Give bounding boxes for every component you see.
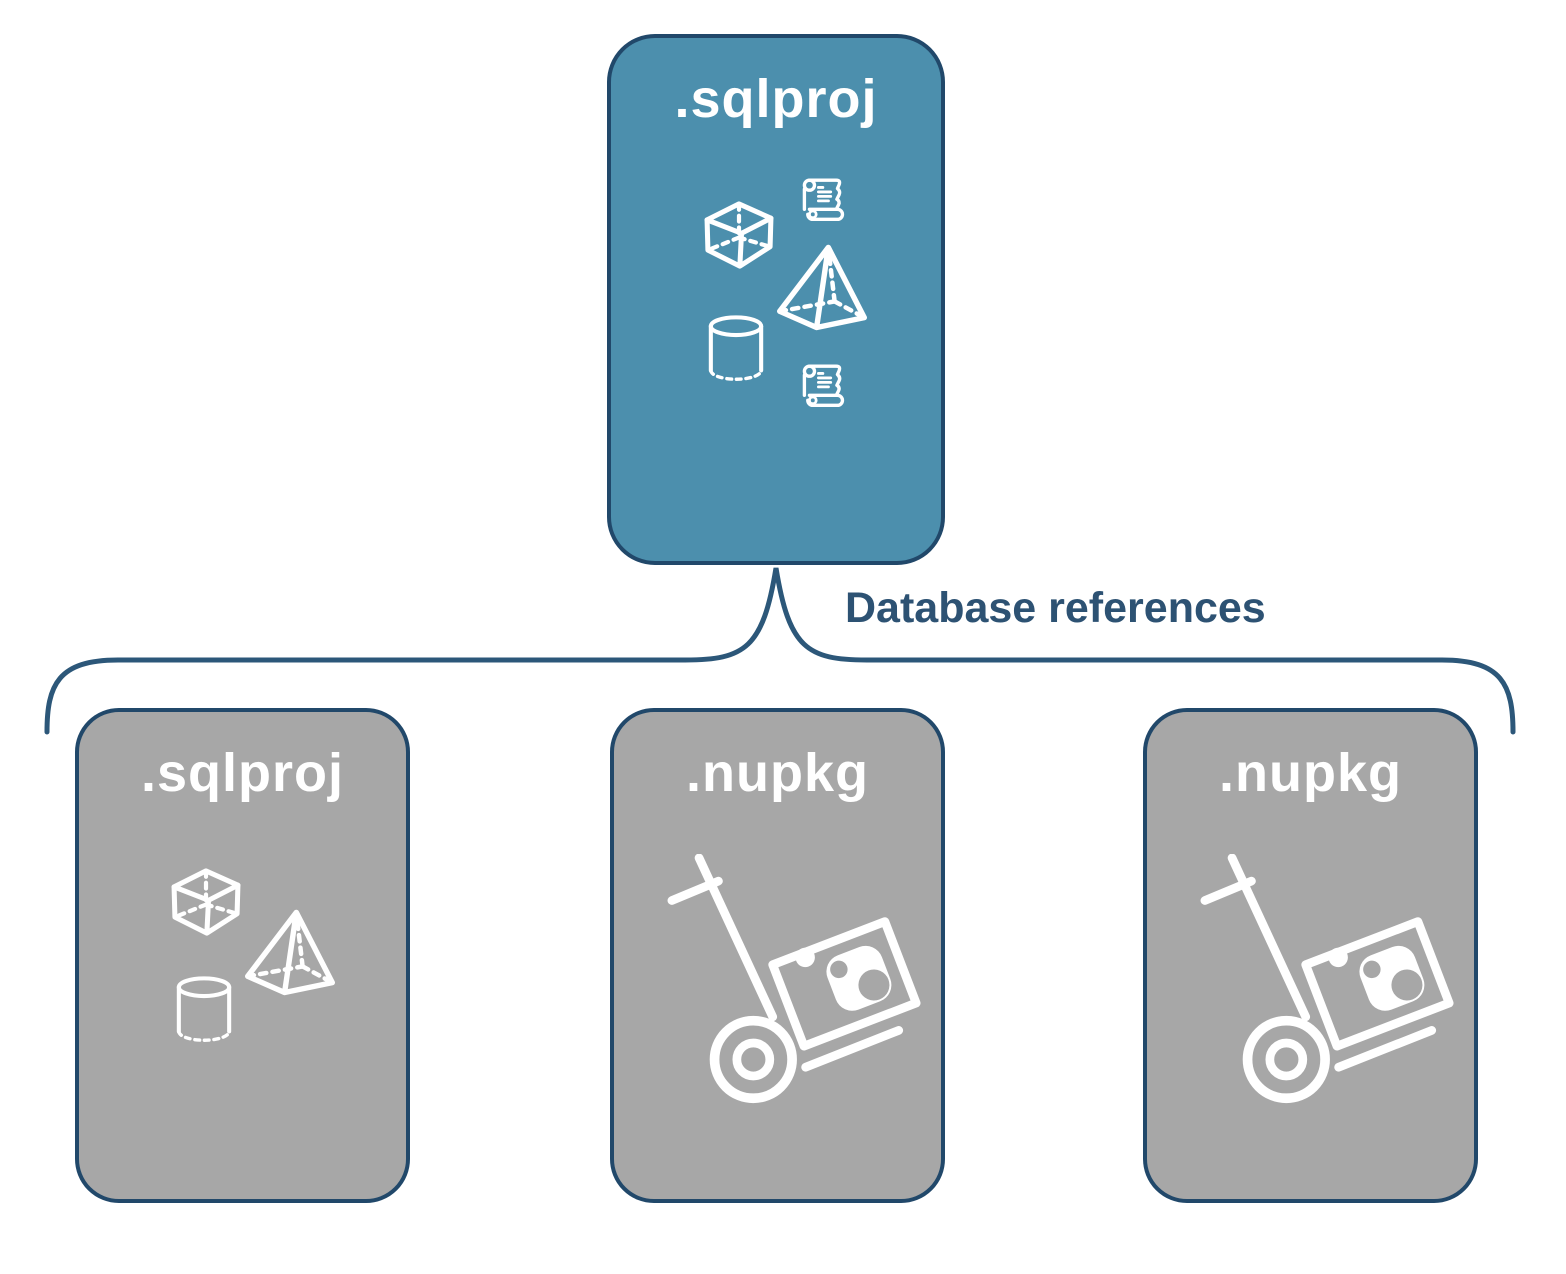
connector-label: Database references xyxy=(845,584,1266,632)
script-scroll-icon xyxy=(802,364,845,408)
node-root-title: .sqlproj xyxy=(674,69,878,129)
node-root-sqlproj: .sqlproj xyxy=(607,34,945,565)
pyramid-icon xyxy=(245,909,335,996)
script-scroll-icon xyxy=(802,178,845,222)
node-child-title: .nupkg xyxy=(686,743,869,803)
cube-icon xyxy=(704,201,774,269)
node-child-title: .sqlproj xyxy=(140,743,344,803)
hand-truck-package-icon xyxy=(667,854,921,1104)
pyramid-icon xyxy=(777,244,867,331)
cylinder-icon xyxy=(176,976,232,1042)
hand-truck-package-icon xyxy=(1200,854,1454,1104)
node-child-title: .nupkg xyxy=(1219,743,1402,803)
cylinder-icon xyxy=(708,315,764,381)
node-child-sqlproj: .sqlproj xyxy=(75,708,410,1203)
cube-icon xyxy=(171,868,241,936)
node-child-nupkg: .nupkg xyxy=(1143,708,1478,1203)
node-child-nupkg: .nupkg xyxy=(610,708,945,1203)
